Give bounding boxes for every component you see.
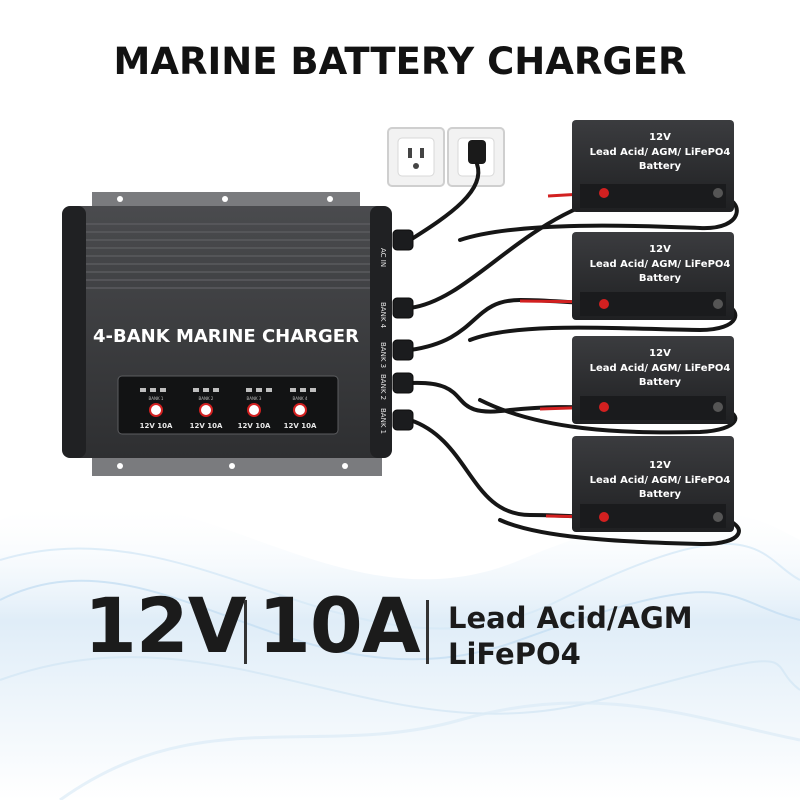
battery-voltage: 12V [649, 460, 671, 471]
spec-chemistry-line1: Lead Acid/AGM [448, 601, 693, 635]
wall-outlet-icon [387, 127, 505, 187]
negative-terminal-icon [713, 299, 723, 309]
port-label-bank-4: BANK 4 [379, 302, 387, 329]
bank-label: BANK 4 [293, 396, 308, 401]
positive-terminal-icon [599, 402, 609, 412]
battery-chemistry: Lead Acid/ AGM/ LiFePO4 [590, 147, 731, 158]
negative-terminal-icon [713, 402, 723, 412]
cable-glands [392, 229, 414, 431]
port-label-bank-2: BANK 2 [379, 374, 387, 400]
battery [572, 120, 734, 212]
battery [572, 436, 734, 532]
positive-terminal-icon [599, 299, 609, 309]
negative-terminal-icon [713, 188, 723, 198]
battery-voltage: 12V [649, 132, 671, 143]
battery-chemistry: Lead Acid/ AGM/ LiFePO4 [590, 363, 731, 374]
module-rating: 12V 10A [140, 422, 173, 430]
page-title: MARINE BATTERY CHARGER [113, 40, 687, 83]
battery-type: Battery [639, 377, 682, 388]
spec-voltage: 12V [84, 581, 247, 670]
module-rating: 12V 10A [238, 422, 271, 430]
power-plug-icon [468, 140, 486, 164]
battery [572, 232, 734, 320]
negative-terminal-icon [713, 512, 723, 522]
battery-type: Battery [639, 273, 682, 284]
battery [572, 336, 734, 424]
bank-label: BANK 3 [247, 396, 262, 401]
port-label-ac-in: AC IN [379, 248, 387, 267]
module-rating: 12V 10A [284, 422, 317, 430]
charger-unit [62, 192, 392, 476]
positive-terminal-icon [599, 188, 609, 198]
battery-type: Battery [639, 489, 682, 500]
battery-voltage: 12V [649, 244, 671, 255]
port-label-bank-1: BANK 1 [379, 408, 387, 434]
bank-label: BANK 1 [149, 396, 164, 401]
module-rating: 12V 10A [190, 422, 223, 430]
bank-label: BANK 2 [199, 396, 214, 401]
battery-voltage: 12V [649, 348, 671, 359]
positive-terminal-icon [599, 512, 609, 522]
spec-divider [244, 600, 247, 664]
charger-label: 4-BANK MARINE CHARGER [93, 326, 359, 347]
battery-chemistry: Lead Acid/ AGM/ LiFePO4 [590, 475, 731, 486]
spec-chemistry-line2: LiFePO4 [448, 637, 581, 671]
spec-current: 10A [258, 581, 421, 670]
spec-divider [426, 600, 429, 664]
battery-type: Battery [639, 161, 682, 172]
battery-chemistry: Lead Acid/ AGM/ LiFePO4 [590, 259, 731, 270]
port-label-bank-3: BANK 3 [379, 342, 387, 368]
